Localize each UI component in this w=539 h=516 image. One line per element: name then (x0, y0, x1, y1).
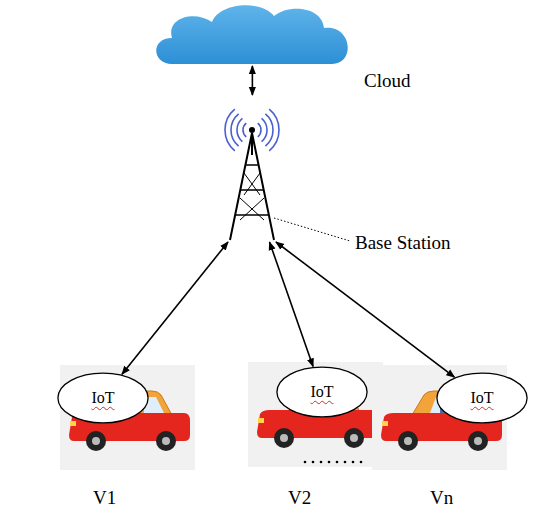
device-label: IoT (310, 383, 333, 401)
cloud-outline (150, 2, 355, 66)
text-holder: IoT (436, 372, 528, 424)
iot-ellipse: IoT (276, 366, 368, 418)
device-label: IoT (470, 389, 493, 407)
ellipse-outline (277, 367, 367, 417)
text-holder: Cloud (364, 70, 410, 92)
node-label: Base Station (355, 232, 451, 254)
link-arrow (270, 242, 314, 366)
cloud-body (156, 5, 348, 64)
iot-ellipse: IoT (57, 372, 149, 424)
link-arrow (122, 242, 228, 374)
iot-ellipse: IoT (436, 372, 528, 424)
link-arrow (276, 242, 454, 377)
base-station-tower: Base Station (222, 95, 282, 242)
vehicle-label: V2 (288, 487, 311, 509)
ellipse-outline (437, 373, 527, 423)
ellipse-outline (58, 373, 148, 423)
device-label: IoT (91, 389, 114, 407)
tower-drawing (225, 109, 350, 241)
node-label: Cloud (364, 70, 410, 92)
link-arrow (252, 66, 254, 95)
leader-line (274, 218, 350, 241)
ellipsis-dots (304, 461, 363, 464)
text-holder: IoT (57, 372, 149, 424)
text-holder: IoT (276, 366, 368, 418)
cloud-shape: Cloud (150, 2, 355, 66)
vehicle-label: Vn (430, 487, 453, 509)
tower-outline (222, 95, 282, 242)
text-holder: Base Station (355, 232, 451, 254)
vehicle-label: V1 (93, 487, 116, 509)
car-2 (248, 362, 383, 467)
